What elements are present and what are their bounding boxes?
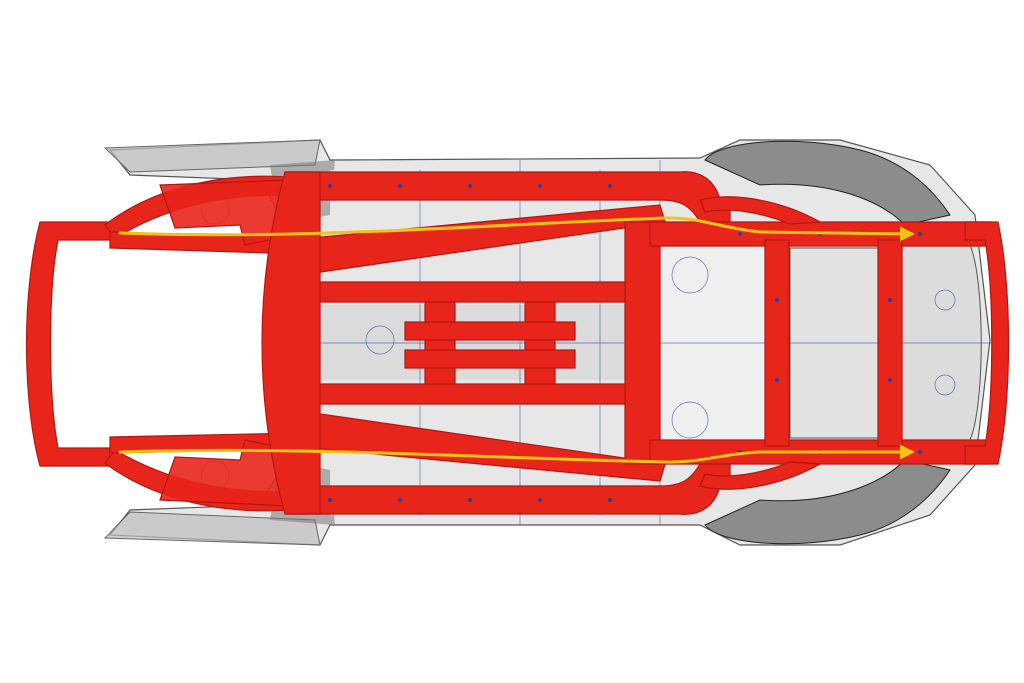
- floor-crossbar-top: [404, 321, 576, 341]
- floor-crossmember-2: [524, 301, 556, 385]
- rear-frame-left: [624, 221, 661, 465]
- front-bumper-beam: [25, 221, 111, 467]
- rear-wheel-arch-lower: [704, 459, 951, 545]
- floor-crossmember-1: [424, 301, 456, 385]
- load-path-arrows: [118, 216, 915, 464]
- rear-floor-left: [654, 239, 766, 451]
- red-structure: [25, 171, 1010, 515]
- rear-wheel-arch-upper: [704, 140, 951, 226]
- rear-rail-lower: [699, 461, 823, 490]
- load-path-arrow-lower: [118, 444, 915, 464]
- inner-longitudinal-lower: [294, 383, 656, 405]
- center-tunnel: [270, 305, 660, 380]
- rear-rail-upper: [699, 196, 823, 225]
- front-crossmember: [261, 171, 321, 515]
- load-path-arrow-upper: [118, 216, 915, 242]
- rear-crossmember-1: [764, 239, 790, 447]
- inner-longitudinal-upper: [294, 281, 656, 303]
- rear-crossmember-2: [877, 239, 903, 447]
- rear-bumper-beam: [964, 221, 1010, 465]
- rear-trunk-tub: [899, 244, 982, 441]
- floor-crossbar-bottom: [404, 349, 576, 369]
